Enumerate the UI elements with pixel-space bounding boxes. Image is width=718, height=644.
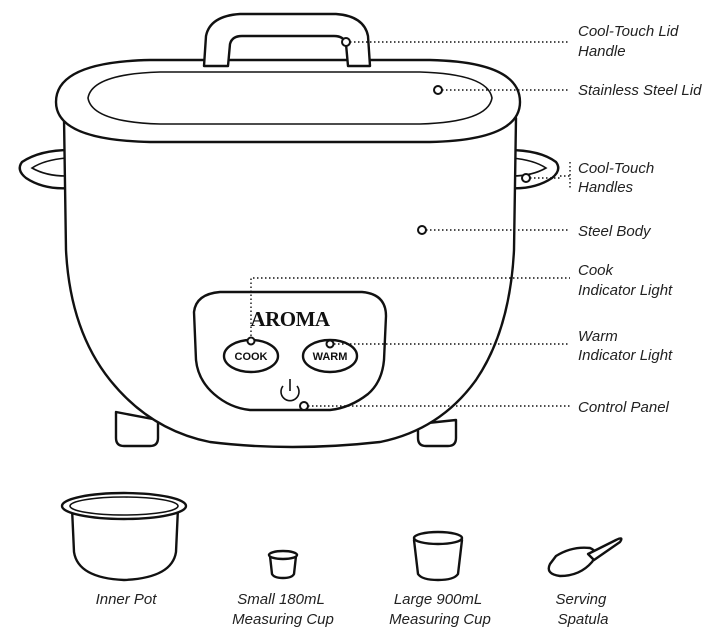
- label-large-cup: Large 900mL Measuring Cup: [389, 591, 491, 628]
- label-body: Steel Body: [578, 223, 652, 240]
- callout-leaders: [246, 37, 571, 411]
- control-panel-shape: [192, 290, 388, 412]
- callout-dot-control-panel: [299, 401, 309, 411]
- rice-cooker: AROMA COOK WARM: [18, 12, 560, 449]
- label-lid: Stainless Steel Lid: [578, 82, 702, 99]
- callout-dot-lid: [433, 85, 443, 95]
- brand-logo: AROMA: [250, 307, 330, 331]
- label-cook-light: Cook Indicator Light: [578, 262, 673, 299]
- label-inner-pot: Inner Pot: [96, 591, 158, 608]
- cooker-lid: [54, 58, 522, 144]
- callout-dot-warm-light: [325, 339, 335, 349]
- small-measuring-cup: [267, 549, 299, 580]
- label-lid-handle: Cool-Touch Lid Handle: [578, 23, 683, 60]
- large-measuring-cup: [412, 530, 464, 582]
- label-warm-light: Warm Indicator Light: [578, 328, 673, 364]
- warm-button[interactable]: WARM: [301, 338, 359, 374]
- cooker-body: [62, 116, 518, 449]
- cooker-lid-handle: [202, 12, 372, 68]
- label-spatula: Serving Spatula: [555, 591, 610, 628]
- label-handles: Cool-Touch Handles: [578, 160, 658, 196]
- callout-labels: Cool-Touch Lid Handle Stainless Steel Li…: [578, 23, 702, 416]
- callout-dot-cook-light: [246, 336, 256, 346]
- callout-dot-body: [417, 225, 427, 235]
- callout-dot-handles: [521, 173, 531, 183]
- inner-pot: [60, 491, 188, 582]
- serving-spatula: [547, 537, 623, 578]
- cook-button-label: COOK: [235, 351, 268, 363]
- cooker-handle-left-inner: [30, 157, 67, 177]
- power-icon[interactable]: [280, 379, 300, 402]
- cooker-handle-left: [18, 148, 72, 190]
- label-control-panel: Control Panel: [578, 399, 670, 416]
- cooker-foot-left: [114, 410, 160, 448]
- callout-dot-lid-handle: [341, 37, 351, 47]
- warm-button-label: WARM: [313, 351, 348, 363]
- accessories: Inner Pot Small 180mL Measuring Cup Larg…: [60, 491, 623, 628]
- cooker-lid-inner-rim: [87, 71, 493, 125]
- cooker-foot-right: [416, 418, 458, 448]
- label-small-cup: Small 180mL Measuring Cup: [232, 591, 334, 628]
